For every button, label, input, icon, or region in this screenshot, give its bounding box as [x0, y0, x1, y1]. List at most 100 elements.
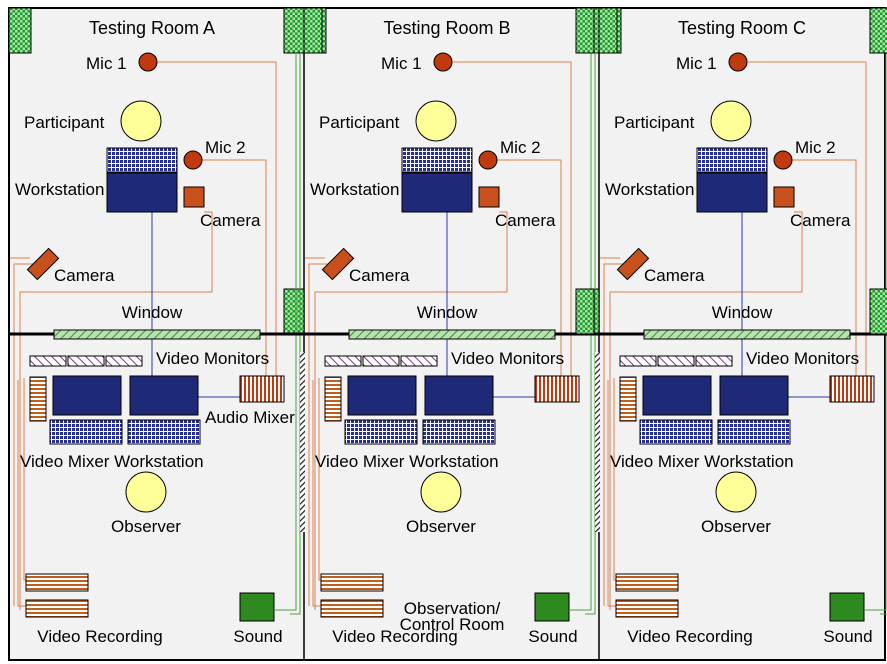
room-title: Testing Room B: [383, 18, 510, 38]
video-patch-panel: [324, 376, 342, 422]
desk-camera-label: Camera: [200, 211, 261, 230]
keyboard-icon: [401, 147, 473, 173]
participant-icon: [120, 100, 162, 142]
video-monitor-1: [619, 355, 657, 367]
observation-room-label-line2: Control Room: [400, 615, 505, 634]
mixer-monitor-left: [52, 375, 122, 416]
sound-label: Sound: [233, 627, 282, 646]
sound-speaker-icon: [829, 592, 865, 622]
observer-label: Observer: [406, 517, 476, 536]
observation-room-label-line1: Observation/: [404, 599, 501, 618]
observer-label: Observer: [111, 517, 181, 536]
video-monitor-1: [324, 355, 362, 367]
mic-2-icon: [478, 150, 498, 170]
participant-icon: [415, 100, 457, 142]
window-label: Window: [712, 303, 773, 322]
workstation-icon: [696, 172, 768, 213]
video-monitor-2: [657, 355, 695, 367]
video-recording-label: Video Recording: [332, 627, 457, 646]
sound-label: Sound: [528, 627, 577, 646]
mixer-keyboard-left: [639, 419, 713, 445]
workstation-label: Workstation: [605, 180, 694, 199]
room-title: Testing Room A: [89, 18, 215, 38]
wall-speaker-panel-5: [575, 288, 595, 335]
sound-speaker-icon: [239, 592, 275, 622]
corner-camera-cable: [13, 263, 34, 606]
video-recording-label: Video Recording: [37, 627, 162, 646]
video-monitor-1: [29, 355, 67, 367]
workstation-icon: [106, 172, 178, 213]
sound-label: Sound: [823, 627, 872, 646]
wall-speaker-panel-3: [598, 7, 618, 54]
room-title: Testing Room C: [678, 18, 806, 38]
video-mixer-workstation-label: Video Mixer Workstation: [610, 452, 794, 471]
window-glass: [348, 329, 556, 340]
observer-icon: [715, 471, 757, 513]
mic-1-icon: [138, 52, 158, 72]
participant-label: Participant: [614, 113, 695, 132]
window-glass: [643, 329, 851, 340]
corner-camera-cable: [603, 263, 624, 606]
video-recorder-1: [25, 573, 89, 592]
window-glass: [53, 329, 261, 340]
wall-speaker-panel-2: [575, 7, 595, 54]
video-recorder-2: [25, 599, 89, 618]
video-mixer-workstation-label: Video Mixer Workstation: [315, 452, 499, 471]
corner-camera-icon: [26, 247, 60, 281]
window-label: Window: [122, 303, 183, 322]
desk-camera-label: Camera: [790, 211, 851, 230]
speaker-cable-2: [585, 53, 596, 615]
corner-speaker-window-right: [283, 288, 305, 335]
audio-mixer-icon: [829, 375, 875, 403]
desk-camera-icon: [183, 186, 205, 208]
mixer-monitor-right: [424, 375, 494, 416]
recorder-cable-1: [23, 378, 26, 581]
video-recording-label: Video Recording: [627, 627, 752, 646]
mic2-cable: [497, 159, 562, 378]
participant-label: Participant: [24, 113, 105, 132]
mic-2-label: Mic 2: [500, 138, 541, 157]
video-mixer-workstation-label: Video Mixer Workstation: [20, 452, 204, 471]
mic-1-label: Mic 1: [86, 54, 127, 73]
mic-2-label: Mic 2: [205, 138, 246, 157]
sound-speaker-icon: [534, 592, 570, 622]
mic-2-icon: [183, 150, 203, 170]
mic-1-icon: [433, 52, 453, 72]
recorder-cable-2: [17, 380, 26, 607]
mic-2-icon: [773, 150, 793, 170]
audio-mixer-label: Audio Mixer: [205, 408, 295, 427]
mic-2-label: Mic 2: [795, 138, 836, 157]
mixer-keyboard-left: [344, 419, 418, 445]
mixer-keyboard-left: [49, 419, 123, 445]
recorder-cable-1: [318, 378, 321, 581]
wall-speaker-panel-1: [303, 7, 323, 54]
video-recorder-1: [320, 573, 384, 592]
video-monitor-3: [400, 355, 438, 367]
mixer-monitor-left: [347, 375, 417, 416]
corner-camera-label: Camera: [54, 266, 115, 285]
mixer-keyboard-right: [422, 419, 496, 445]
mic2-cable: [202, 159, 267, 378]
mic-1-icon: [728, 52, 748, 72]
video-monitor-3: [695, 355, 733, 367]
audio-mixer-icon: [534, 375, 580, 403]
workstation-label: Workstation: [15, 180, 104, 199]
video-monitors-label: Video Monitors: [451, 349, 564, 368]
corner-camera-label: Camera: [349, 266, 410, 285]
desk-camera-cable: [19, 211, 213, 610]
recorder-cable-2: [312, 380, 321, 607]
corner-camera-icon: [616, 247, 650, 281]
corner-camera-cable: [308, 263, 329, 606]
corner-camera-label: Camera: [644, 266, 705, 285]
mixer-monitor-right: [719, 375, 789, 416]
video-monitor-2: [362, 355, 400, 367]
audio-mixer-icon: [239, 375, 285, 403]
recorder-cable-1: [613, 378, 616, 581]
video-recorder-2: [320, 599, 384, 618]
room-a: Testing Room A Mic 1 Mic 2 ParticipantWorks…: [8, 7, 305, 660]
desk-camera-label: Camera: [495, 211, 556, 230]
workstation-icon: [401, 172, 473, 213]
